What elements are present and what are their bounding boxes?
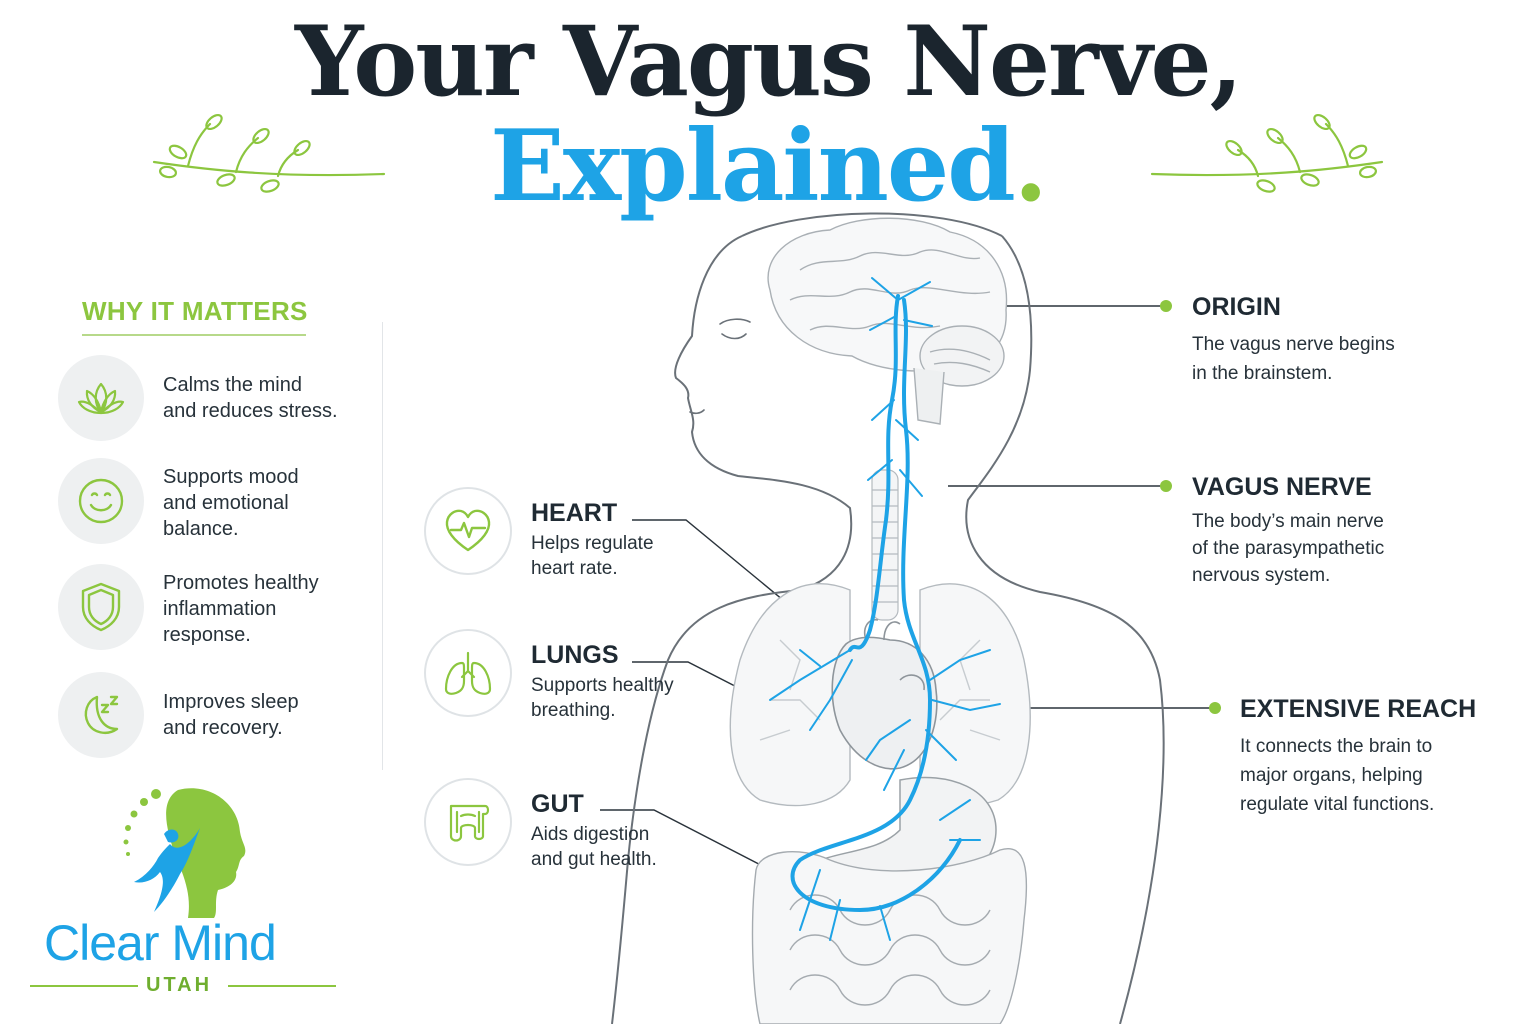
logo-rule-left [30,985,138,987]
benefit-text: Improves sleep and recovery. [163,691,299,739]
callout-extensive-reach: EXTENSIVE REACH It connects the brain to… [1240,695,1476,819]
callout-origin: ORIGIN The vagus nerve begins in the bra… [1192,293,1395,388]
organ-title: LUNGS [531,641,619,669]
subtitle-word: Explained [490,109,1016,224]
organ-title: GUT [531,790,584,818]
page-subtitle: Explained. [0,118,1536,216]
callout-title: VAGUS NERVE [1192,473,1372,501]
body-outline [611,212,1165,1024]
callout-desc: The vagus nerve begins in the brainstem. [1192,334,1395,384]
moon-sleep-icon [58,672,144,758]
organ-desc: Helps regulate heart rate. [531,533,654,579]
accent-dot: . [1013,109,1048,224]
vagus-marker [1160,480,1172,492]
benefit-text: Calms the mind and reduces stress. [163,374,338,422]
lungs-icon [424,629,512,717]
heading-underline [82,334,306,336]
benefit-text: Supports mood and emotional balance. [163,466,299,540]
face-features [689,318,751,415]
column-divider [382,322,383,770]
benefit-item: Supports mood and emotional balance. [58,458,363,544]
benefit-text: Promotes healthy inflammation response. [163,572,319,646]
callout-vagus-nerve: VAGUS NERVE The body’s main nerve of the… [1192,473,1384,589]
brain [767,217,1008,425]
reach-marker [1209,702,1221,714]
callout-title: ORIGIN [1192,293,1281,321]
gut-icon [424,778,512,866]
benefit-item: Improves sleep and recovery. [58,672,363,758]
organ-desc: Aids digestion and gut health. [531,824,657,870]
origin-marker [1160,300,1172,312]
left-vine-icon [152,113,386,193]
right-vine-icon [1150,113,1384,193]
benefit-item: Promotes healthy inflammation response. [58,564,363,650]
page-title: Your Vagus Nerve, [295,5,1243,118]
head-figure-logo-icon [123,788,246,918]
lotus-icon [58,355,144,441]
callout-desc: The body’s main nerve of the parasympath… [1192,511,1385,586]
smiley-icon [58,458,144,544]
why-it-matters-heading: WHY IT MATTERS [82,296,308,326]
logo-rule-right [228,985,336,987]
benefit-item: Calms the mind and reduces stress. [58,355,363,441]
shield-icon [58,564,144,650]
callout-desc: It connects the brain to major organs, h… [1240,736,1435,815]
vagus-nerve [769,277,1001,941]
organ-desc: Supports healthy breathing. [531,675,674,721]
organ-title: HEART [531,499,618,527]
logo-wordmark: Clear Mind [44,915,277,971]
logo-subtext: UTAH [146,974,213,996]
callout-title: EXTENSIVE REACH [1240,695,1477,723]
heart-icon [424,487,512,575]
